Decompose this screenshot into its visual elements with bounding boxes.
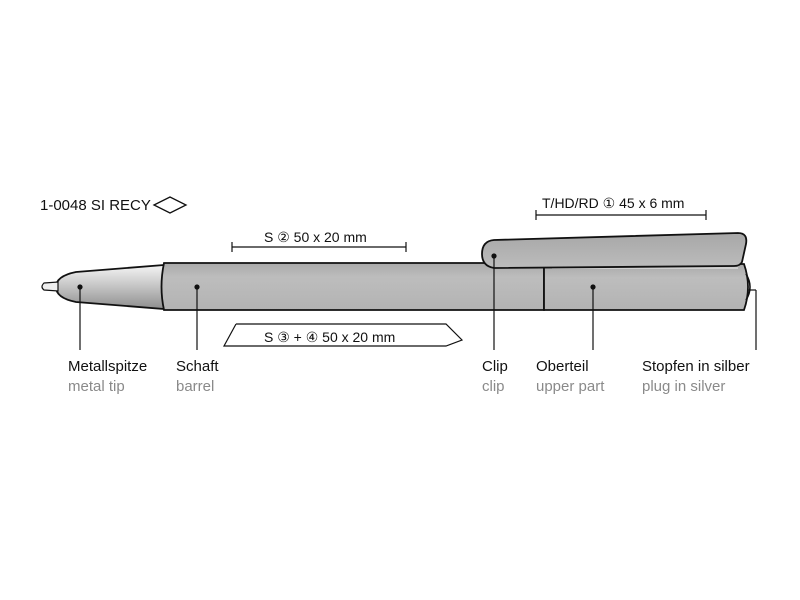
label-upper-part-de: Oberteil <box>536 358 589 375</box>
clip <box>481 232 748 269</box>
label-clip-de: Clip <box>482 358 508 375</box>
plug <box>745 273 751 301</box>
print-area-barrel-top: S ② 50 x 20 mm <box>264 229 367 245</box>
label-plug-de: Stopfen in silber <box>642 358 750 375</box>
print-area-clip: T/HD/RD ① 45 x 6 mm <box>542 195 684 211</box>
label-metal-tip-de: Metallspitze <box>68 358 147 375</box>
label-metal-tip-en: metal tip <box>68 378 125 395</box>
leaders <box>77 253 757 350</box>
diamond-icon <box>152 196 188 214</box>
dimension-line-barrel-top <box>231 242 407 252</box>
barrel <box>160 262 545 311</box>
print-area-barrel-bottom-outline <box>222 323 464 347</box>
refill-point <box>41 281 59 292</box>
label-plug-en: plug in silver <box>642 378 725 395</box>
label-upper-part-en: upper part <box>536 378 605 395</box>
print-area-barrel-bottom: S ③ + ④ 50 x 20 mm <box>264 329 395 345</box>
product-code: 1-0048 SI RECY <box>40 197 151 214</box>
label-barrel-en: barrel <box>176 378 214 395</box>
metal-tip <box>55 264 165 310</box>
dimension-line-clip <box>535 210 707 220</box>
label-clip-en: clip <box>482 378 505 395</box>
label-barrel-de: Schaft <box>176 358 219 375</box>
upper-part <box>543 263 749 311</box>
